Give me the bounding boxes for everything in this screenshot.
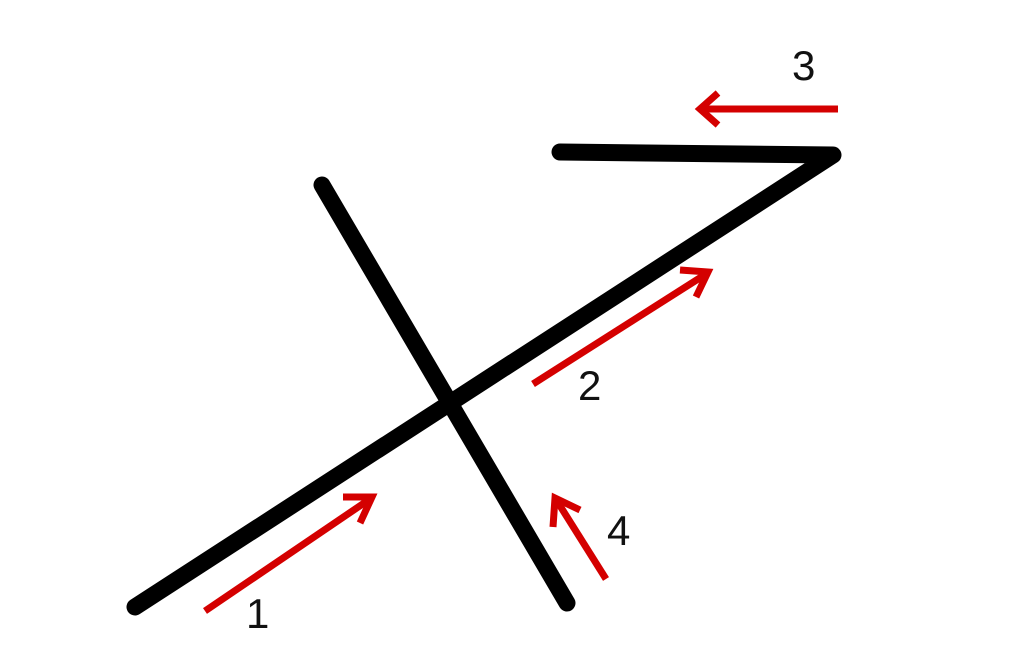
arrow-3-icon — [694, 90, 838, 128]
arrow-2-icon — [531, 266, 714, 387]
label-4: 4 — [607, 507, 630, 554]
label-2: 2 — [578, 362, 601, 409]
label-1: 1 — [246, 590, 269, 637]
character-stroke-main — [126, 143, 842, 616]
character-stroke-cross — [313, 176, 576, 612]
arrow-1-icon — [203, 493, 378, 614]
label-3: 3 — [792, 42, 815, 89]
arrow-4-icon — [549, 492, 609, 581]
